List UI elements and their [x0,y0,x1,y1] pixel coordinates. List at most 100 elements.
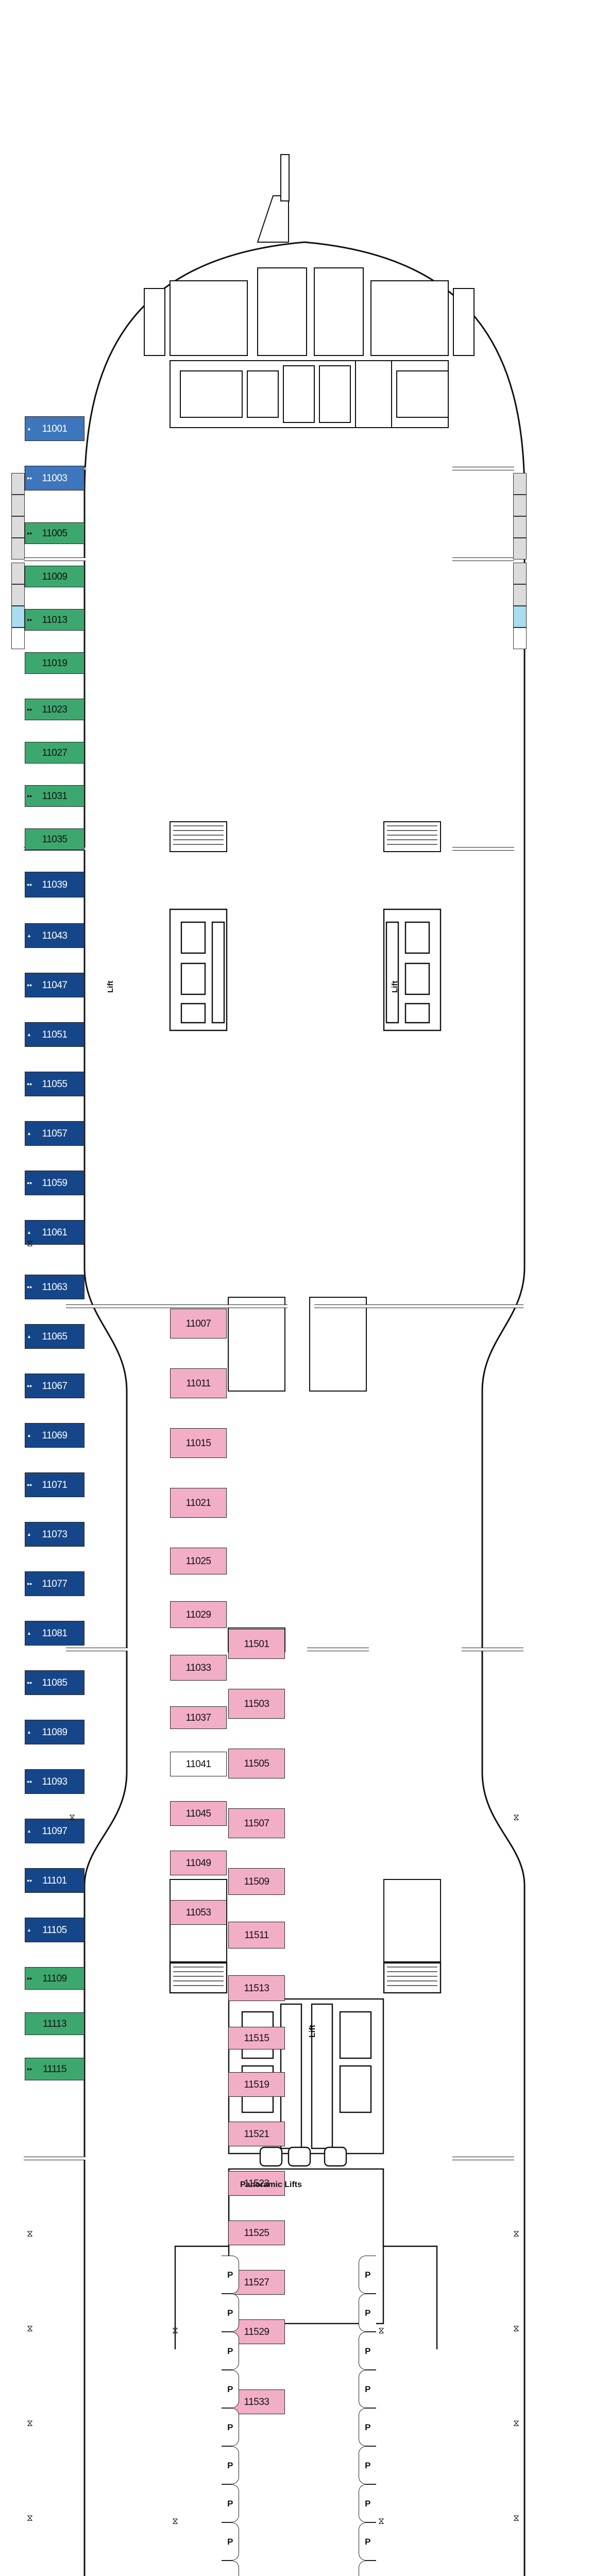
cabin-11067[interactable]: ●●11067 [25,1374,84,1398]
cabin-11101[interactable]: ●●11101 [25,1868,84,1893]
balcony-11006 [513,473,527,495]
cabin-11041[interactable]: 11041 [170,1752,227,1776]
cabin-11055[interactable]: ●●11055 [25,1072,84,1096]
porthole-marker-11216: P [359,2408,376,2446]
sofa-bed-icon: ▲ [27,1630,31,1636]
cabin-11027[interactable]: 11027 [25,742,84,764]
cabin-number: 11115 [42,2063,67,2075]
cabin-11015[interactable]: 11015 [170,1428,227,1458]
cabin-11043[interactable]: ▲11043 [25,923,84,948]
cabin-number: 11529 [244,2326,269,2337]
cabin-11013[interactable]: ●●11013 [25,609,84,631]
cabin-11515[interactable]: 11515 [228,2027,285,2049]
balcony-11034 [513,628,527,649]
cabin-11505[interactable]: 11505 [228,1749,285,1778]
cabin-11007[interactable]: 11007 [170,1309,227,1338]
cabin-number: 11013 [42,614,67,625]
cabin-11035[interactable]: 11035 [25,828,84,850]
cabin-number: 11053 [185,1907,211,1918]
balcony-11019 [11,538,25,560]
cabin-11077[interactable]: ●●11077 [25,1571,84,1596]
balcony-11009 [11,495,25,516]
fire-zone-divider [314,1304,523,1308]
cabin-11047[interactable]: ●●11047 [25,973,84,997]
cabin-11069[interactable]: ▲11069 [25,1423,84,1448]
cabin-11113[interactable]: 11113 [25,2012,84,2035]
cabin-number: 11101 [42,1875,67,1886]
cabin-11053[interactable]: 11053 [170,1900,227,1925]
cabin-11073[interactable]: ▲11073 [25,1522,84,1547]
cabin-number: 11519 [244,2079,269,2090]
cabin-11081[interactable]: ▲11081 [25,1621,84,1646]
cabin-11065[interactable]: ▲11065 [25,1324,84,1349]
cabin-number: 11093 [42,1776,67,1787]
cabin-number: 11533 [244,2396,269,2408]
cabin-11033[interactable]: 11033 [170,1655,227,1681]
twin-bed-icon: ●● [27,1383,32,1388]
twin-bed-icon: ●● [27,1778,32,1784]
cabin-11003[interactable]: ●●11003 [25,466,84,490]
twin-bed-icon: ●● [27,706,32,712]
cabin-11031[interactable]: ●●11031 [25,785,84,807]
cabin-11089[interactable]: ▲11089 [25,1720,84,1744]
cabin-11501[interactable]: 11501 [228,1629,285,1659]
cabin-11093[interactable]: ●● 11093 [25,1769,84,1794]
cabin-11503[interactable]: 11503 [228,1689,285,1719]
cabin-11009[interactable]: 11009 [25,566,84,587]
sofa-bed-icon: ▲ [27,1927,31,1933]
cabin-11109[interactable]: ●●11109 [25,1967,84,1990]
balcony-11018 [513,538,527,560]
cabin-11513[interactable]: 11513 [228,1975,285,2001]
cabin-number: 11045 [185,1808,211,1819]
twin-bed-icon: ●● [27,1081,32,1087]
pullman-bed-icon: ⧖ [378,2516,384,2526]
cabin-11057[interactable]: ▲ 11057 [25,1121,84,1146]
cabin-11005[interactable]: ●●11005 [25,522,84,544]
cabin-11523[interactable]: 11523 [228,2171,285,2196]
cabin-11049[interactable]: 11049 [170,1851,227,1875]
pullman-bed-icon: ⧖ [27,2513,33,2523]
cabin-11519[interactable]: 11519 [228,2072,285,2097]
cabin-11023[interactable]: ●●11023 [25,699,84,720]
cabin-11039[interactable]: ●●11039 [25,872,84,897]
cabin-11001[interactable]: ▲11001 [25,416,84,441]
cabin-number: 11049 [185,1857,211,1869]
cabin-11509[interactable]: 11509 [228,1868,285,1895]
cabin-11063[interactable]: ●●11063 [25,1275,84,1299]
porthole-marker-11221: P [222,2408,239,2446]
cabin-11521[interactable]: 11521 [228,2122,285,2146]
cabin-11011[interactable]: 11011 [170,1368,227,1398]
fire-zone-divider [452,557,514,561]
cabin-11051[interactable]: ▲11051 [25,1022,84,1047]
pullman-bed-icon: ⧖ [69,1812,75,1822]
cabin-11105[interactable]: ▲11105 [25,1918,84,1942]
cabin-number: 11097 [42,1825,67,1837]
cabin-number: 11057 [42,1128,67,1139]
cabin-11525[interactable]: 11525 [228,2221,285,2245]
cabin-number: 11041 [185,1758,211,1770]
sofa-bed-icon: ▲ [27,1229,31,1235]
cabin-11059[interactable]: ●●11059 [25,1171,84,1195]
porthole-marker-11196: P [359,2256,376,2294]
cabin-11085[interactable]: ●●11085 [25,1670,84,1695]
cabin-11025[interactable]: 11025 [170,1548,227,1574]
pullman-bed-icon: ⧖ [513,2324,519,2333]
cabin-number: 11051 [42,1029,67,1040]
cabin-11115[interactable]: ●●11115 [25,2058,84,2080]
cabin-11045[interactable]: 11045 [170,1801,227,1826]
pullman-bed-icon: ⧖ [513,2418,519,2428]
cabin-11029[interactable]: 11029 [170,1601,227,1628]
cabin-11511[interactable]: 11511 [228,1922,285,1948]
cabin-11097[interactable]: ▲11097 [25,1819,84,1843]
cabin-11019[interactable]: 11019 [25,652,84,674]
cabin-11061[interactable]: ▲11061 [25,1220,84,1245]
twin-bed-icon: ●● [27,1680,32,1685]
cabin-number: 11039 [42,879,67,890]
sofa-bed-icon: ▲ [27,1130,31,1136]
cabin-11507[interactable]: 11507 [228,1808,285,1838]
porthole-marker-11235: P [222,2522,239,2561]
pullman-bed-icon: ⧖ [513,2513,519,2523]
cabin-11021[interactable]: 11021 [170,1488,227,1518]
cabin-11037[interactable]: 11037 [170,1706,227,1729]
cabin-11071[interactable]: ●●11071 [25,1472,84,1497]
